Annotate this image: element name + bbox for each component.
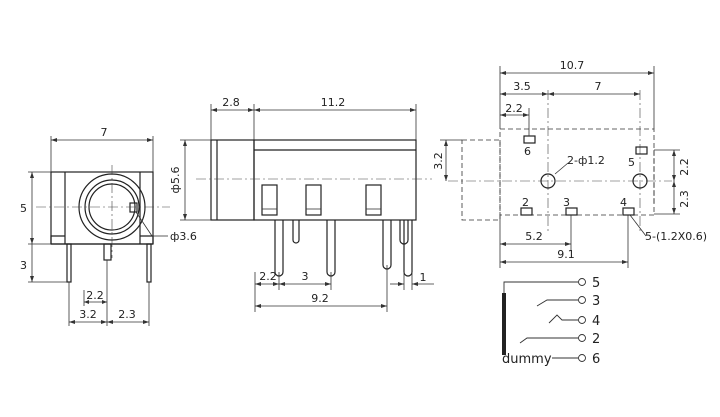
pcb-pad-label-5: 5 xyxy=(628,156,635,169)
pcb-pad-2 xyxy=(520,207,533,216)
pcb-pads-label: 5-(1.2X0.6) xyxy=(645,230,707,243)
pcb-pad-label-6: 6 xyxy=(524,145,531,158)
schematic-terminal-5 xyxy=(578,278,586,286)
schematic-terminal-6 xyxy=(578,354,586,362)
front-pin-spacing-c: 2.3 xyxy=(118,308,136,321)
side-pin-dim-a: 2.2 xyxy=(259,270,277,283)
pcb-pad-label-3: 3 xyxy=(563,196,570,209)
pcb-hole-left xyxy=(540,173,556,189)
side-pin-dim-c: 1 xyxy=(420,271,427,284)
schematic-dummy-label: dummy xyxy=(502,352,552,367)
front-hole-diameter: ф3.6 xyxy=(170,230,197,243)
schematic: 5 3 4 2 6 dummy xyxy=(502,276,600,367)
pcb-head-outline xyxy=(461,139,501,221)
pcb-pad-4 xyxy=(622,207,635,216)
pcb-holes-label: 2-ф1.2 xyxy=(567,154,605,167)
front-contact-tab xyxy=(129,202,138,213)
pcb-right-lower-dim: 2.3 xyxy=(678,190,691,208)
schematic-terminal-2 xyxy=(578,334,586,342)
side-contact-1 xyxy=(261,184,278,216)
pcb-bottom-a-dim: 5.2 xyxy=(525,230,543,243)
pcb-pad-label-2: 2 xyxy=(522,196,529,209)
pcb-hole-right xyxy=(632,173,648,189)
side-pin-3 xyxy=(326,220,336,277)
schematic-terminal-3 xyxy=(578,296,586,304)
pcb-pad-5 xyxy=(635,146,648,155)
side-contact-2 xyxy=(305,184,322,216)
front-view: 7 5 3 ф3.6 2.2 3.2 2.3 xyxy=(20,126,197,326)
schematic-pin-label-6: 6 xyxy=(592,352,600,367)
side-pin-2 xyxy=(292,220,300,244)
side-head-length-dim: 2.8 xyxy=(222,96,240,109)
pcb-pad-offset-dim: 2.2 xyxy=(505,102,523,115)
pcb-pad-6 xyxy=(523,135,536,144)
front-pin-left xyxy=(66,243,72,283)
pcb-total-width-dim: 10.7 xyxy=(560,59,585,72)
pcb-right-upper-dim: 2.2 xyxy=(678,158,691,176)
schematic-sleeve-bar xyxy=(502,293,506,355)
side-body-length-dim: 11.2 xyxy=(321,96,346,109)
front-height-dim: 5 xyxy=(20,202,27,215)
front-pin-spacing-b: 3.2 xyxy=(79,308,97,321)
side-pin-4 xyxy=(382,220,392,270)
front-body-outline xyxy=(50,171,154,245)
pcb-pad-label-4: 4 xyxy=(620,196,627,209)
pcb-height-left-dim: 3.2 xyxy=(432,152,445,170)
pcb-offset-left-dim: 3.5 xyxy=(513,80,531,93)
front-pin-spacing-a: 2.2 xyxy=(86,289,104,302)
side-pin-dim-b: 3 xyxy=(302,270,309,283)
pcb-layout: 2-ф1.2 6 5 2 3 4 5-(1.2X0.6) 10.7 3.5 7 … xyxy=(432,59,707,268)
pcb-bottom-b-dim: 9.1 xyxy=(557,248,575,261)
side-view: 2.8 11.2 ф5.6 2.2 3 9.2 1 xyxy=(169,96,434,312)
side-diameter-dim: ф5.6 xyxy=(169,167,182,194)
side-contact-3 xyxy=(365,184,382,216)
schematic-pin-label-3: 3 xyxy=(592,294,600,309)
front-pin-right xyxy=(146,243,152,283)
side-pin-span-dim: 9.2 xyxy=(311,292,329,305)
pcb-hole-spacing-dim: 7 xyxy=(595,80,602,93)
front-pin-mid xyxy=(103,243,112,261)
schematic-pin-label-4: 4 xyxy=(592,314,600,329)
side-body xyxy=(253,139,417,221)
side-pin-1 xyxy=(274,220,284,277)
front-pin-length-dim: 3 xyxy=(20,259,27,272)
front-width-dim: 7 xyxy=(101,126,108,139)
schematic-pin-label-2: 2 xyxy=(592,332,600,347)
schematic-pin-label-5: 5 xyxy=(592,276,600,291)
schematic-terminal-4 xyxy=(578,316,586,324)
pcb-pad-3 xyxy=(565,207,578,216)
